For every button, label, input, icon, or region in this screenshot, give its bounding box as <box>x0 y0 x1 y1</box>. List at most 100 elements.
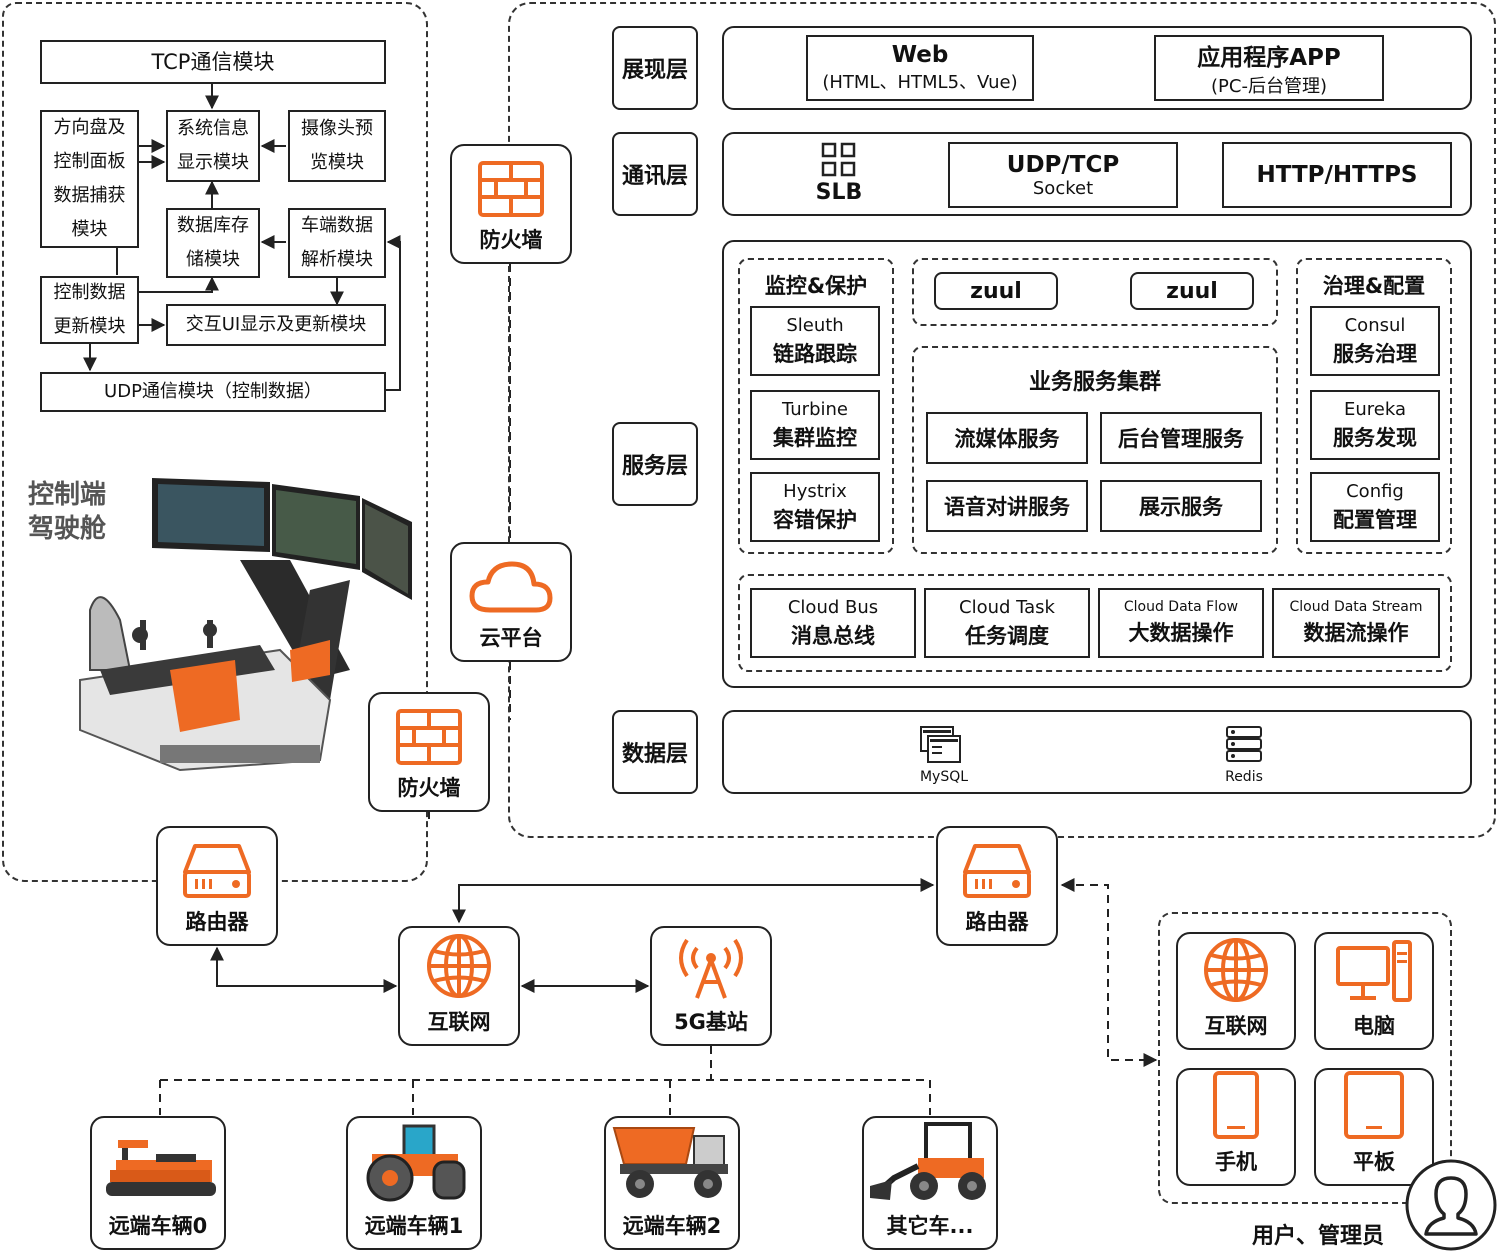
router-right-label: 路由器 <box>965 910 1029 934</box>
layer-data: 数据层 <box>612 710 698 794</box>
cloud-task-box: Cloud Task 任务调度 <box>924 588 1090 658</box>
display-service-label: 展示服务 <box>1139 495 1223 519</box>
cloud-data-stream-en: Cloud Data Stream <box>1289 599 1423 615</box>
slb-grid-icon <box>821 142 856 177</box>
web-title: Web <box>891 42 949 68</box>
router-icon <box>963 844 1031 898</box>
admin-service-box: 后台管理服务 <box>1100 412 1262 464</box>
base-station-label: 5G基站 <box>674 1010 748 1034</box>
sysinfo-module-label: 系统信息显示模块 <box>177 118 249 173</box>
app-title: 应用程序APP <box>1197 45 1341 71</box>
computer-icon <box>1336 940 1412 1002</box>
router-icon <box>183 844 251 898</box>
tcp-module: TCP通信模块 <box>40 40 386 84</box>
voice-service-label: 语音对讲服务 <box>944 495 1070 519</box>
antenna-icon <box>679 938 743 999</box>
cloud-task-en: Cloud Task <box>959 596 1055 618</box>
steering-module: 方向盘及控制面板数据捕获模块 <box>40 110 139 248</box>
stream-service-label: 流媒体服务 <box>954 427 1060 451</box>
cloud-data-flow-zh: 大数据操作 <box>1128 621 1234 645</box>
control-update-module: 控制数据更新模块 <box>40 276 139 344</box>
udp-module-label: UDP通信模块（控制数据） <box>104 381 322 402</box>
layer-service: 服务层 <box>612 422 698 506</box>
internet-card: 互联网 <box>398 926 520 1046</box>
cloud-tools-group <box>738 574 1452 672</box>
consul-zh: 服务治理 <box>1333 341 1417 366</box>
sleuth-zh: 链路跟踪 <box>773 341 857 366</box>
globe-icon <box>427 934 491 998</box>
sleuth-en: Sleuth <box>786 314 844 336</box>
user-pc-label: 电脑 <box>1353 1014 1395 1038</box>
zuul-box-2: zuul <box>1130 272 1254 310</box>
slb-label: SLB <box>815 180 863 205</box>
cloud-bus-zh: 消息总线 <box>791 623 875 648</box>
cloud-task-zh: 任务调度 <box>965 623 1049 648</box>
loader-icon <box>870 1122 986 1200</box>
vehicle-label-1: 远端车辆1 <box>364 1214 464 1238</box>
governance-title: 治理&配置 <box>1322 274 1426 298</box>
dump-truck-icon <box>612 1127 728 1198</box>
redis-label: Redis <box>1225 769 1263 785</box>
config-box: Config 配置管理 <box>1310 472 1440 542</box>
data-container <box>722 710 1472 794</box>
users-region <box>1158 912 1452 1204</box>
cockpit-illustration <box>79 478 412 772</box>
user-phone-card: 手机 <box>1176 1068 1296 1186</box>
ui-update-module-label: 交互UI显示及更新模块 <box>185 314 367 335</box>
cockpit-label: 控制端驾驶舱 <box>28 480 107 544</box>
layer-communication: 通讯层 <box>612 132 698 216</box>
governance-group <box>1296 258 1452 554</box>
vehicle-card-0: 远端车辆0 <box>90 1116 226 1250</box>
http-label: HTTP/HTTPS <box>1256 162 1418 188</box>
voice-service-box: 语音对讲服务 <box>926 480 1088 532</box>
db-module-label: 数据库存储模块 <box>177 215 249 270</box>
vehicle-card-2: 远端车辆2 <box>604 1116 740 1250</box>
hystrix-zh: 容错保护 <box>773 507 857 532</box>
camera-module: 摄像头预览模块 <box>288 110 386 182</box>
user-phone-label: 手机 <box>1215 1150 1257 1174</box>
zuul-box-1: zuul <box>934 272 1058 310</box>
vehicle-label-3: 其它车... <box>886 1214 974 1238</box>
eureka-en: Eureka <box>1344 398 1406 420</box>
config-zh: 配置管理 <box>1333 507 1417 532</box>
phone-icon <box>1213 1071 1259 1139</box>
vehicle-parse-module-label: 车端数据解析模块 <box>301 215 373 270</box>
udp-tcp-title: UDP/TCP <box>1006 151 1120 178</box>
udp-tcp-subtitle: Socket <box>1032 177 1094 199</box>
cloud-data-stream-zh: 数据流操作 <box>1303 621 1409 645</box>
udp-tcp-box: UDP/TCP Socket <box>948 142 1178 208</box>
vehicle-card-3: 其它车... <box>862 1116 998 1250</box>
cloud-card: 云平台 <box>450 542 572 662</box>
roller-icon <box>366 1124 466 1202</box>
user-tablet-card: 平板 <box>1314 1068 1434 1186</box>
base-station-card: 5G基站 <box>650 926 772 1046</box>
business-cluster-group <box>912 346 1278 554</box>
stream-service-box: 流媒体服务 <box>926 412 1088 464</box>
config-en: Config <box>1346 480 1404 502</box>
tcp-module-label: TCP通信模块 <box>151 50 275 74</box>
user-tablet-label: 平板 <box>1353 1150 1395 1174</box>
steering-module-label: 方向盘及控制面板数据捕获模块 <box>53 117 126 240</box>
app-subtitle: (PC-后台管理) <box>1211 76 1327 97</box>
hystrix-en: Hystrix <box>783 480 847 502</box>
firewall-card-1: 防火墙 <box>450 144 572 264</box>
cloud-data-stream-box: Cloud Data Stream 数据流操作 <box>1272 588 1440 658</box>
admin-service-label: 后台管理服务 <box>1118 427 1244 451</box>
user-internet-label: 互联网 <box>1204 1014 1268 1038</box>
router-left-label: 路由器 <box>185 910 249 934</box>
firewall-icon <box>396 709 462 765</box>
http-box: HTTP/HTTPS <box>1222 142 1452 208</box>
cloud-icon <box>469 561 553 613</box>
redis-icon <box>1226 726 1262 762</box>
mysql-label: MySQL <box>919 769 969 785</box>
sleuth-box: Sleuth 链路跟踪 <box>750 306 880 376</box>
camera-module-label: 摄像头预览模块 <box>301 118 373 173</box>
firewall-icon <box>478 161 544 217</box>
vehicle-label-2: 远端车辆2 <box>622 1214 722 1238</box>
cloud-label: 云平台 <box>479 626 543 650</box>
business-cluster-title: 业务服务集群 <box>1028 370 1161 395</box>
